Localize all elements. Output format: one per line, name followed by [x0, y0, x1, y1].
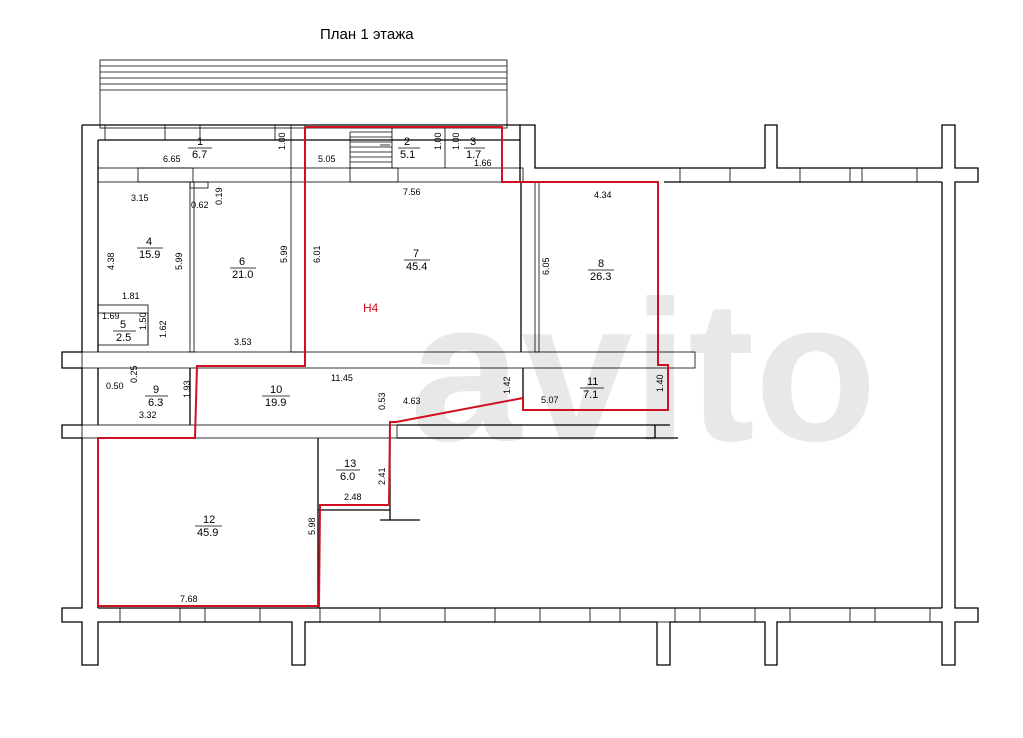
- dimension-label: 1.00: [433, 132, 443, 150]
- dimension-label: 11.45: [331, 373, 353, 383]
- dimension-label: 5.07: [541, 395, 559, 405]
- room-number: 7: [413, 248, 419, 260]
- dimension-label: 1.81: [122, 291, 140, 301]
- room-number: 3: [470, 136, 476, 148]
- dimension-labels: 6.65 1.00 5.05 1.00 1.00 1.66 3.15 0.62 …: [102, 132, 665, 604]
- dimension-label: 1.66: [474, 158, 492, 168]
- room-8: 8 26.3: [588, 258, 614, 283]
- room-number: 13: [344, 458, 356, 470]
- dimension-label: 0.62: [191, 200, 209, 210]
- room-area: 1.7: [466, 149, 481, 161]
- dimension-label: 2.41: [377, 467, 387, 485]
- windows: [104, 124, 931, 623]
- room-area: 6.7: [192, 149, 207, 161]
- dimension-label: 4.63: [403, 396, 421, 406]
- room-number: 9: [153, 384, 159, 396]
- room-area: 45.9: [197, 527, 218, 539]
- room-area: 45.4: [406, 261, 427, 273]
- dimension-label: 4.38: [106, 252, 116, 270]
- plan-title: План 1 этажа: [320, 26, 414, 43]
- room-11: 11 7.1: [580, 376, 604, 401]
- room-labels: 1 6.7 2 5.1 3 1.7 4 15.9 5 2.5 6 21.0: [113, 136, 614, 539]
- dimension-label: 1.40: [655, 374, 665, 392]
- room-10: 10 19.9: [262, 384, 290, 409]
- dimension-label: 0.19: [214, 187, 224, 205]
- dimension-label: 1.42: [502, 376, 512, 394]
- dimension-label: 0.53: [377, 392, 387, 410]
- zone-label: Н4: [363, 301, 379, 315]
- dimension-label: 4.34: [594, 190, 612, 200]
- room-number: 12: [203, 514, 215, 526]
- dimension-label: 7.56: [403, 187, 421, 197]
- room-number: 8: [598, 258, 604, 270]
- room-2: 2 5.1: [398, 136, 420, 161]
- room-area: 21.0: [232, 269, 253, 281]
- room-area: 5.1: [400, 149, 415, 161]
- room-number: 2: [404, 136, 410, 148]
- room-area: 6.3: [148, 397, 163, 409]
- dimension-label: 5.99: [279, 245, 289, 263]
- watermark-text: avito: [410, 260, 877, 483]
- room-area: 15.9: [139, 249, 160, 261]
- room-area: 7.1: [583, 389, 598, 401]
- entrance-canopy: [99, 59, 508, 129]
- room-12: 12 45.9: [195, 514, 222, 539]
- dimension-label: 1.00: [451, 132, 461, 150]
- dimension-label: 1.00: [277, 132, 287, 150]
- dimension-label: 3.15: [131, 193, 149, 203]
- dimension-label: 7.68: [180, 594, 198, 604]
- dimension-label: 0.50: [106, 381, 124, 391]
- dimension-label: 5.05: [318, 154, 336, 164]
- room-number: 6: [239, 256, 245, 268]
- room-9: 9 6.3: [145, 384, 168, 409]
- room-area: 26.3: [590, 271, 611, 283]
- dimension-label: 5.99: [174, 252, 184, 270]
- dimension-label: 0.25: [129, 365, 139, 383]
- dimension-label: 1.50: [138, 312, 148, 330]
- dimension-label: 1.62: [158, 320, 168, 338]
- room-6: 6 21.0: [230, 256, 256, 281]
- dimension-label: 3.53: [234, 337, 252, 347]
- staircase: [349, 131, 392, 168]
- room-number: 1: [197, 136, 203, 148]
- dimension-label: 6.05: [541, 257, 551, 275]
- room-area: 19.9: [265, 397, 286, 409]
- room-13: 13 6.0: [336, 458, 360, 483]
- room-number: 10: [270, 384, 282, 396]
- room-number: 4: [146, 236, 152, 248]
- dimension-label: 1.69: [102, 311, 120, 321]
- room-5: 5 2.5: [113, 319, 136, 344]
- dimension-label: 5.98: [307, 517, 317, 535]
- room-4: 4 15.9: [137, 236, 163, 261]
- room-area: 6.0: [340, 471, 355, 483]
- room-3: 3 1.7: [464, 136, 485, 161]
- dimension-label: 3.32: [139, 410, 157, 420]
- room-1: 1 6.7: [188, 136, 212, 161]
- room-area: 2.5: [116, 332, 131, 344]
- dimension-label: 6.01: [312, 245, 322, 263]
- dimension-label: 2.48: [344, 492, 362, 502]
- dimension-label: 1.93: [182, 380, 192, 398]
- highlighted-area: [97, 126, 669, 607]
- dimension-label: 6.65: [163, 154, 181, 164]
- room-number: 11: [587, 376, 598, 388]
- room-number: 5: [120, 319, 126, 331]
- room-7: 7 45.4: [404, 248, 430, 273]
